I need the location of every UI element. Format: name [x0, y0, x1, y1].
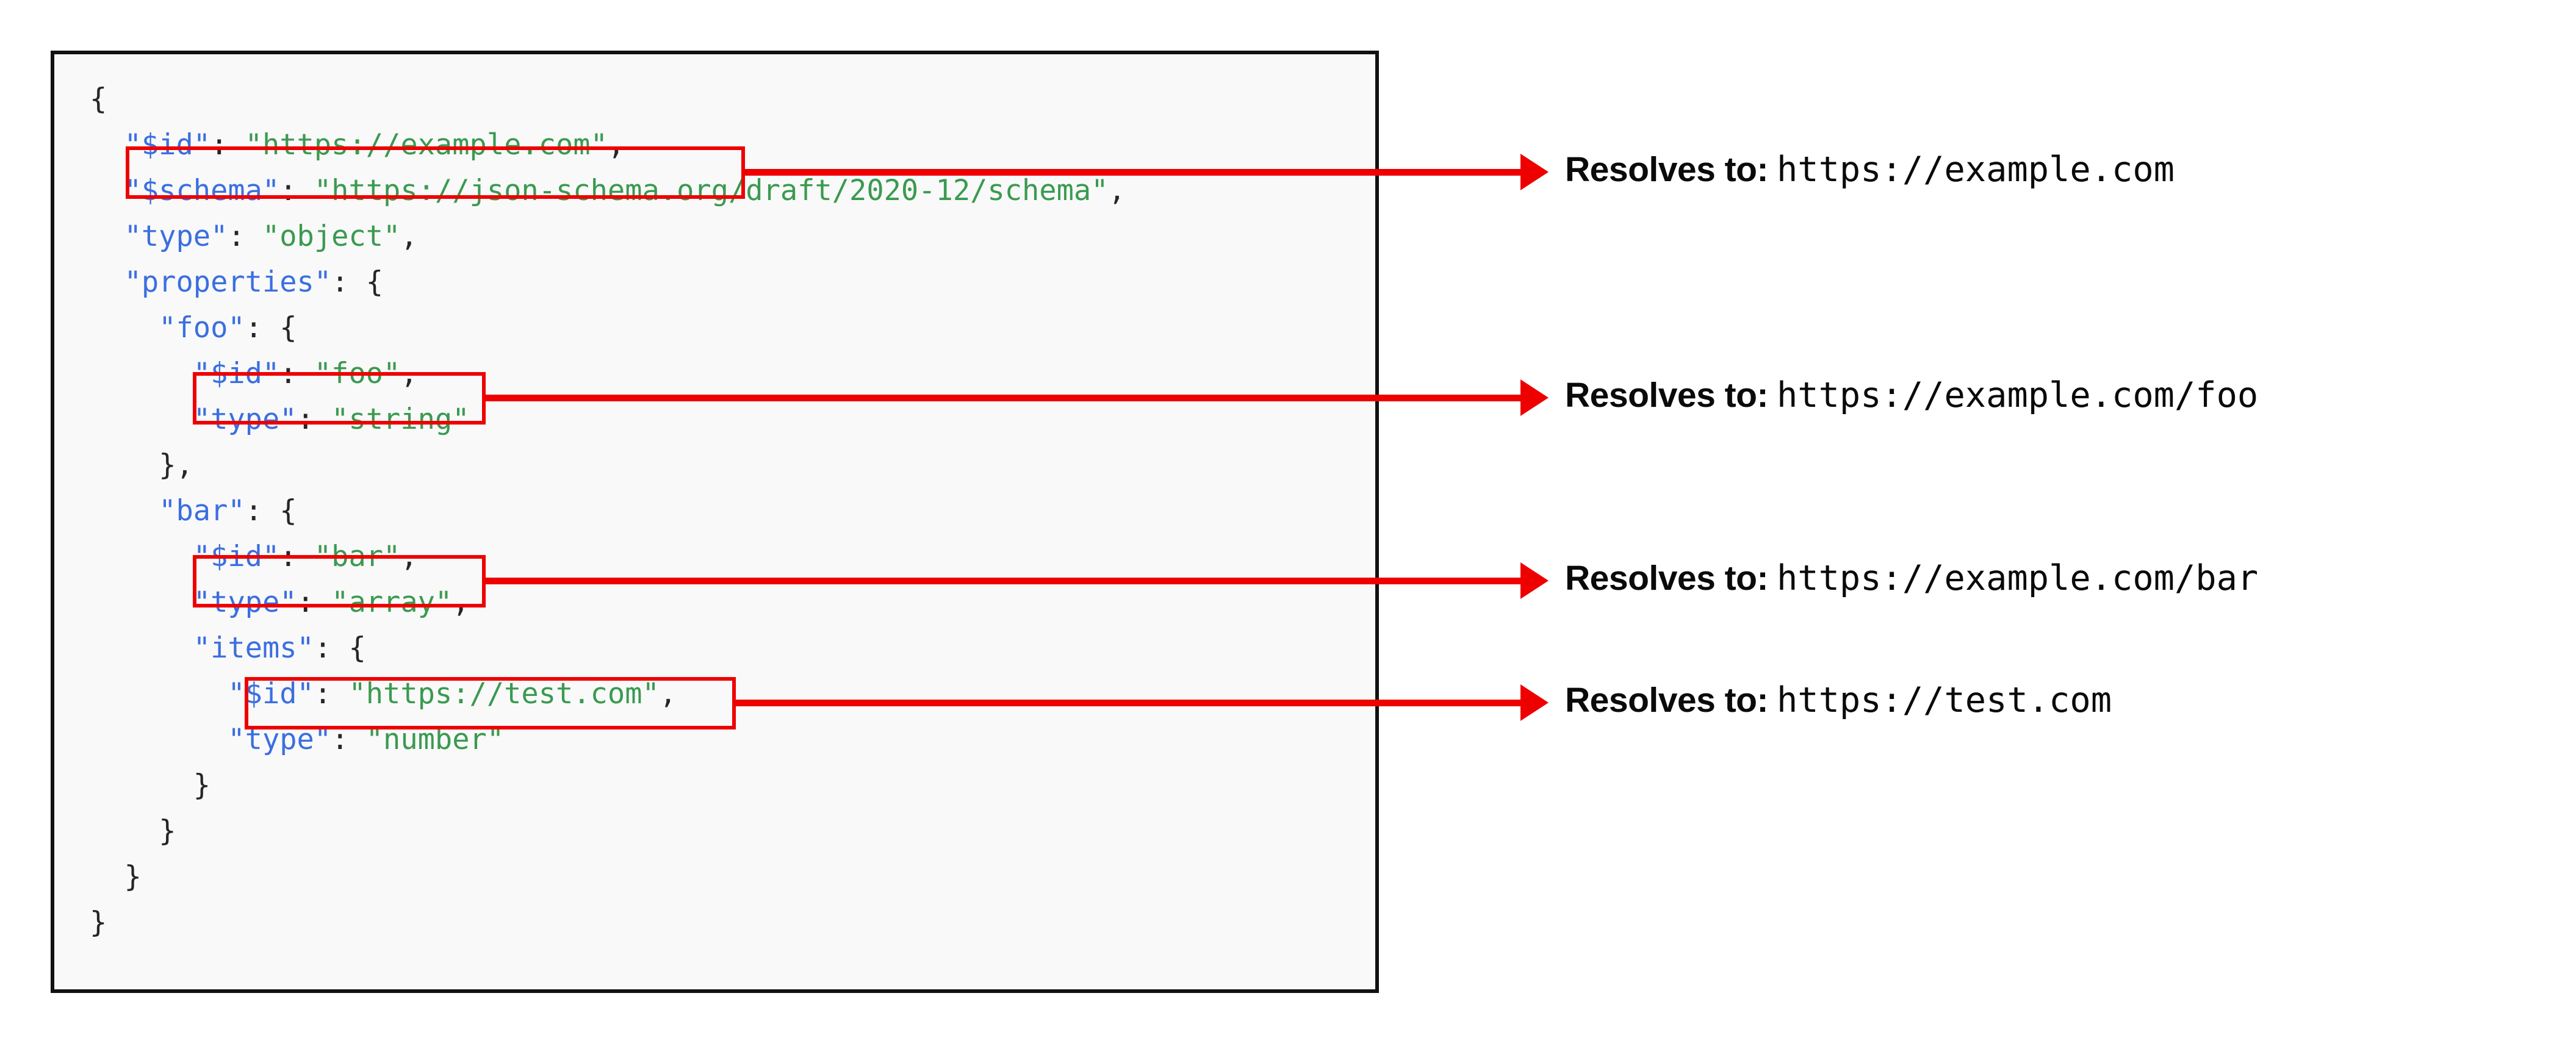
json-punct: : — [279, 357, 314, 390]
resolved-uri-value: https://example.com — [1776, 149, 2175, 190]
json-punct: , — [607, 128, 625, 162]
arrow-root-head — [1520, 154, 1549, 190]
code-line: "foo": { — [90, 305, 1126, 351]
json-punct: : — [279, 540, 314, 573]
json-punct: , — [452, 586, 470, 619]
json-punct: : — [314, 677, 349, 711]
json-punct: } — [193, 769, 211, 802]
json-key: "$id" — [228, 677, 314, 711]
resolves-to-label: Resolves to: — [1565, 559, 1768, 598]
json-string: "https://json-schema.org/draft/2020-12/s… — [314, 174, 1109, 207]
json-key: "$schema" — [124, 174, 280, 207]
json-string: "array" — [331, 586, 453, 619]
json-punct: : { — [314, 631, 366, 665]
code-line: "bar": { — [90, 488, 1126, 534]
json-key: "$id" — [193, 540, 280, 573]
annotation-items: Resolves to:https://test.com — [1565, 683, 2112, 718]
json-punct: : — [210, 128, 245, 162]
resolves-to-label: Resolves to: — [1565, 681, 1768, 720]
json-string: "bar" — [314, 540, 401, 573]
arrow-foo-head — [1520, 379, 1549, 416]
json-punct: , — [400, 357, 418, 390]
json-punct: { — [90, 82, 107, 116]
json-punct: }, — [159, 448, 193, 482]
resolved-uri-value: https://test.com — [1776, 680, 2112, 720]
code-line: "type": "number" — [90, 717, 1126, 762]
resolves-to-label: Resolves to: — [1565, 376, 1768, 415]
arrow-foo-line — [482, 395, 1520, 401]
json-punct: } — [159, 814, 176, 848]
code-line: "$schema": "https://json-schema.org/draf… — [90, 168, 1126, 213]
code-line: "$id": "https://test.com", — [90, 671, 1126, 717]
code-line: } — [90, 808, 1126, 854]
json-key: "bar" — [159, 494, 245, 528]
resolved-uri-value: https://example.com/foo — [1776, 375, 2259, 415]
code-line: }, — [90, 442, 1126, 488]
json-punct: } — [124, 860, 142, 894]
json-string: "string" — [331, 403, 470, 436]
resolved-uri-value: https://example.com/bar — [1776, 558, 2259, 598]
json-key: "type" — [193, 586, 297, 619]
arrow-bar-line — [482, 578, 1520, 584]
arrow-bar-head — [1520, 562, 1549, 599]
arrow-root-line — [741, 169, 1520, 176]
code-line: } — [90, 762, 1126, 808]
json-key: "type" — [193, 403, 297, 436]
arrow-items-head — [1520, 684, 1549, 721]
json-punct: : — [331, 723, 366, 756]
resolves-to-label: Resolves to: — [1565, 150, 1768, 189]
json-key: "properties" — [124, 265, 332, 299]
code-line: "type": "string" — [90, 396, 1126, 442]
json-punct: : — [228, 220, 262, 253]
code-line: "$id": "https://example.com", — [90, 122, 1126, 168]
code-line: "type": "object", — [90, 213, 1126, 259]
annotation-bar: Resolves to:https://example.com/bar — [1565, 561, 2258, 596]
json-key: "type" — [228, 723, 332, 756]
json-punct: : { — [245, 494, 297, 528]
json-string: "object" — [262, 220, 401, 253]
json-punct: } — [90, 906, 107, 939]
code-line: "$id": "foo", — [90, 351, 1126, 396]
json-punct: : — [297, 403, 332, 436]
json-key: "$id" — [124, 128, 211, 162]
arrow-items-line — [732, 700, 1520, 706]
json-string: "number" — [365, 723, 505, 756]
json-punct: , — [659, 677, 677, 711]
json-punct: , — [1108, 174, 1126, 207]
json-key: "foo" — [159, 311, 245, 345]
json-key: "items" — [193, 631, 314, 665]
json-punct: : — [297, 586, 332, 619]
annotation-foo: Resolves to:https://example.com/foo — [1565, 378, 2258, 413]
json-punct: , — [400, 540, 418, 573]
json-punct: : { — [331, 265, 384, 299]
json-schema-code-panel: { "$id": "https://example.com", "$schema… — [51, 51, 1379, 993]
code-listing: { "$id": "https://example.com", "$schema… — [90, 76, 1126, 945]
code-line: { — [90, 76, 1126, 122]
json-key: "type" — [124, 220, 228, 253]
code-line: } — [90, 854, 1126, 900]
json-punct: , — [400, 220, 418, 253]
json-string: "https://test.com" — [348, 677, 660, 711]
json-string: "https://example.com" — [245, 128, 608, 162]
code-line: "type": "array", — [90, 579, 1126, 625]
json-punct: : — [279, 174, 314, 207]
code-line: "items": { — [90, 625, 1126, 671]
code-line: "properties": { — [90, 259, 1126, 305]
code-line: "$id": "bar", — [90, 534, 1126, 579]
annotation-root: Resolves to:https://example.com — [1565, 152, 2175, 187]
json-punct: : { — [245, 311, 297, 345]
code-line: } — [90, 900, 1126, 945]
json-key: "$id" — [193, 357, 280, 390]
json-string: "foo" — [314, 357, 401, 390]
